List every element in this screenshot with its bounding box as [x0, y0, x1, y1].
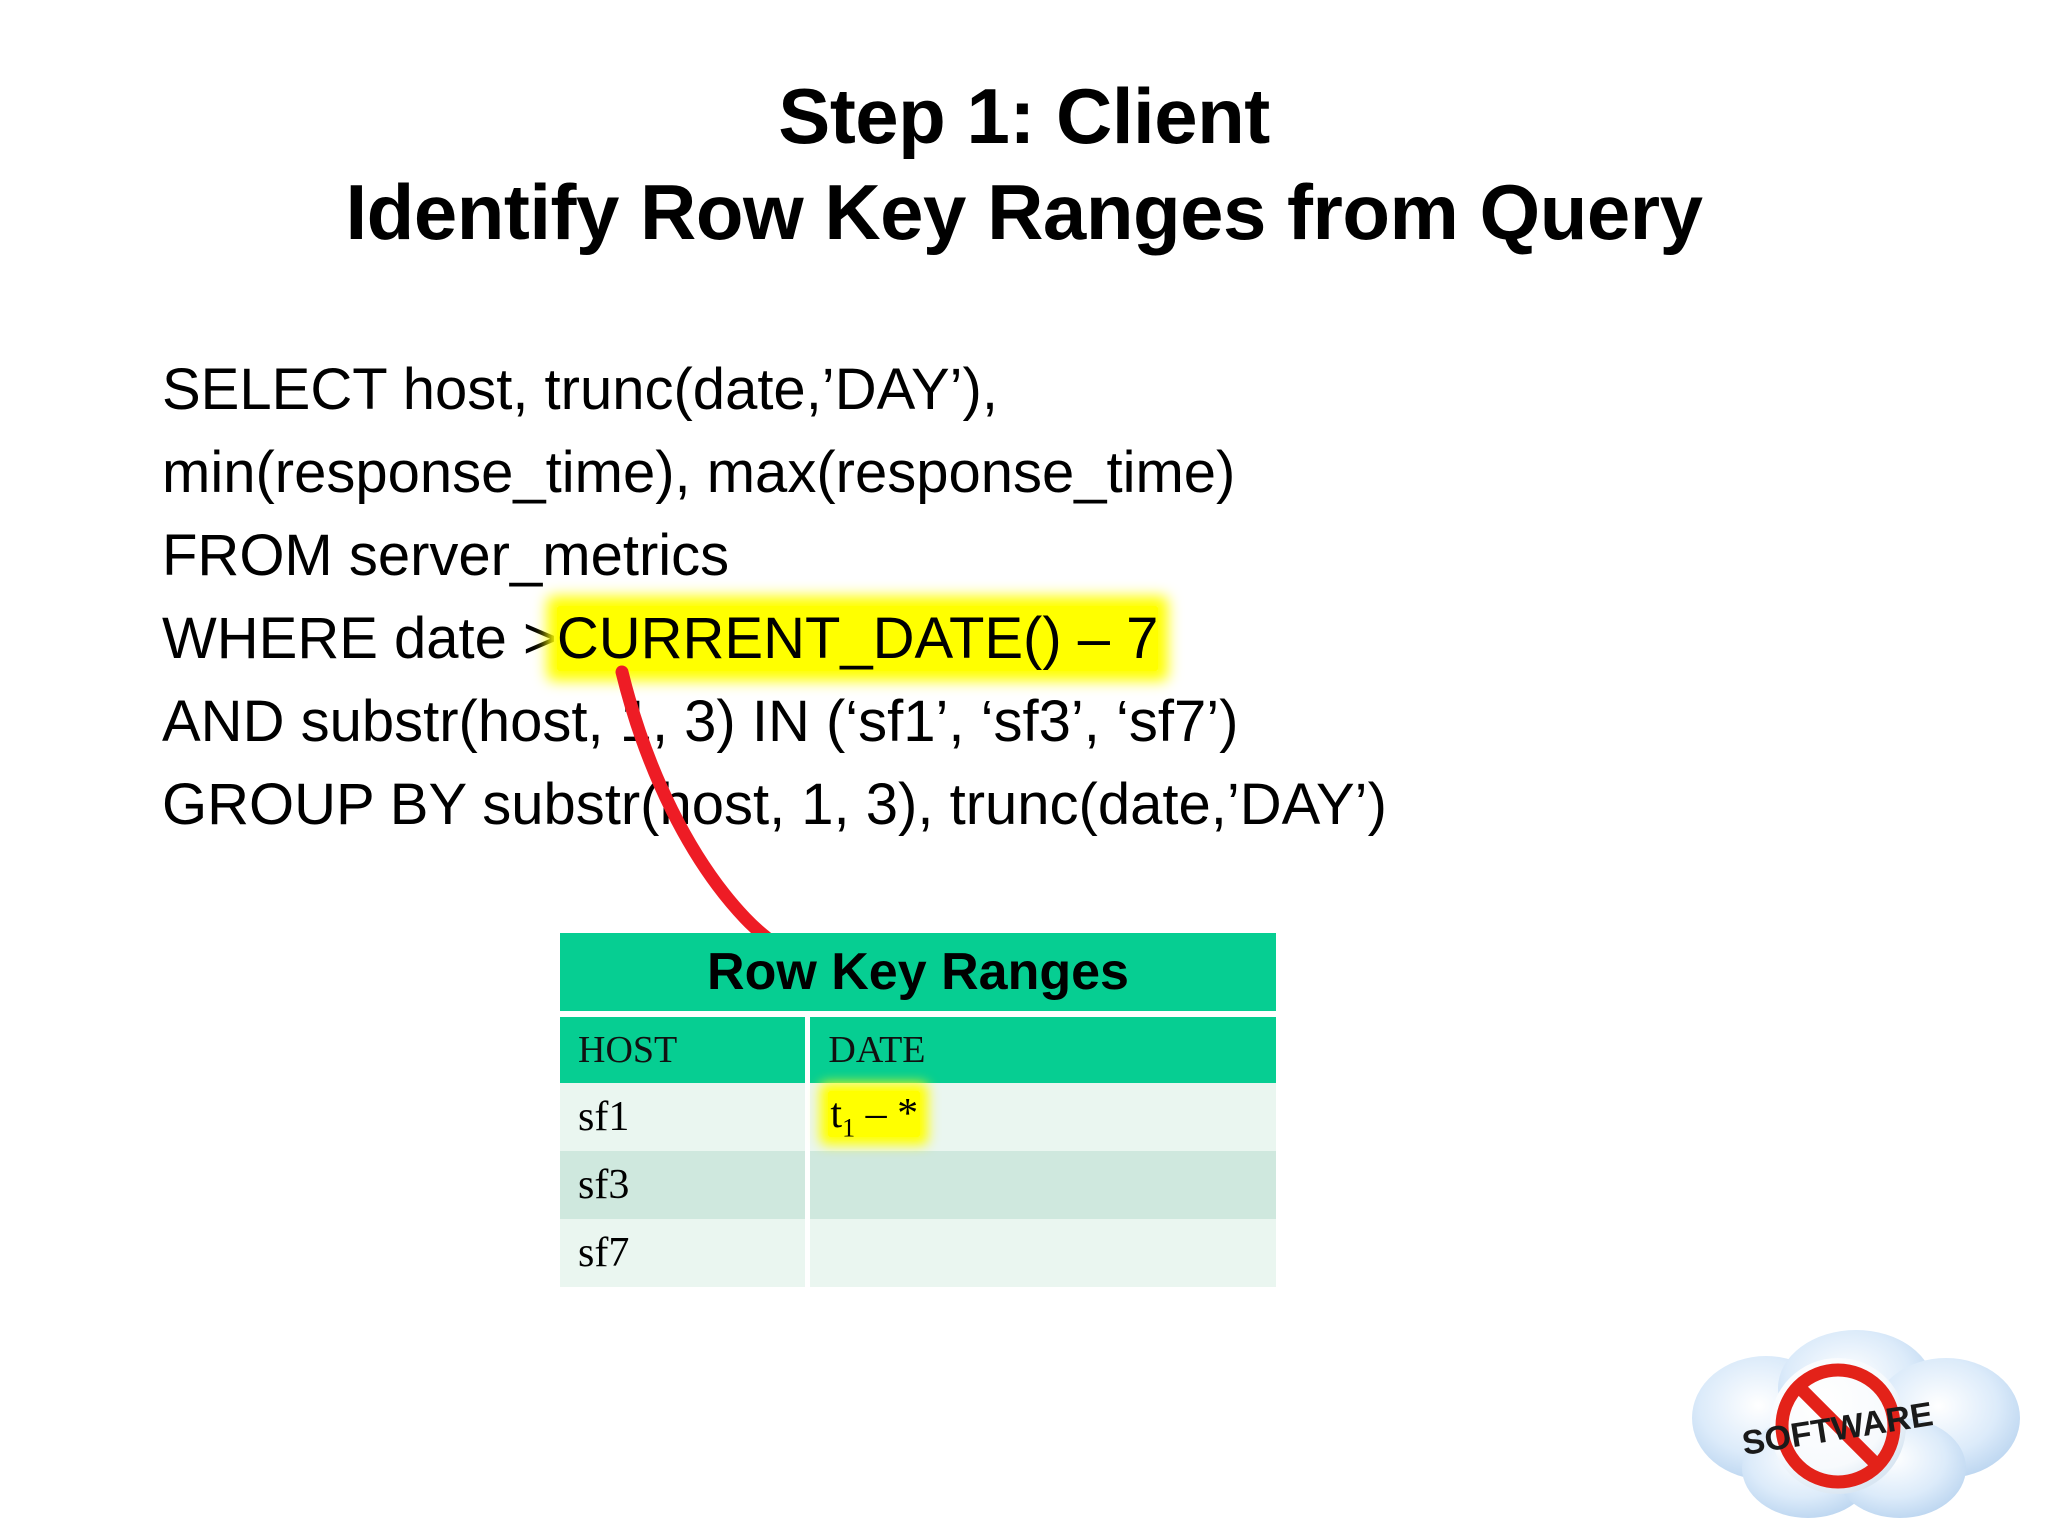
spacer-mid [804, 1011, 811, 1017]
sql-where-prefix: WHERE date > [162, 606, 557, 671]
table-title-row: Row Key Ranges [560, 933, 1276, 1011]
table-spacer-row [560, 1011, 1276, 1017]
page-title: Step 1: Client Identify Row Key Ranges f… [0, 68, 2048, 260]
column-header-host: HOST [560, 1017, 805, 1083]
spacer-right [810, 1011, 1276, 1017]
sql-query-block: SELECT host, trunc(date,’DAY’), min(resp… [162, 348, 1662, 846]
cell-host-sf7: sf7 [560, 1219, 805, 1287]
cell-host-sf3: sf3 [560, 1151, 805, 1219]
row-divider [804, 1219, 811, 1287]
sql-line-and: AND substr(host, 1, 3) IN (‘sf1’, ‘sf3’,… [162, 689, 1239, 754]
table-header-row: HOST DATE [560, 1017, 1276, 1083]
date-range-subscript: 1 [842, 1113, 856, 1143]
no-software-cloud-logo: SOFTWARE [1692, 1330, 2020, 1518]
sql-where-highlight: CURRENT_DATE() – 7 [556, 606, 1159, 671]
cell-host-sf1: sf1 [560, 1083, 805, 1151]
column-divider [804, 1017, 811, 1083]
table-title: Row Key Ranges [560, 933, 1276, 1011]
title-line-1: Step 1: Client [778, 72, 1270, 160]
spacer-left [560, 1011, 805, 1017]
title-line-2: Identify Row Key Ranges from Query [345, 168, 1703, 256]
row-divider [804, 1083, 811, 1151]
table-row: sf1 t1 – * [560, 1083, 1276, 1151]
sql-line-groupby: GROUP BY substr(host, 1, 3), trunc(date,… [162, 772, 1387, 837]
row-divider [804, 1151, 811, 1219]
cell-date-sf3 [810, 1151, 1276, 1219]
row-key-ranges-table: Row Key Ranges HOST DATE sf1 t1 – * sf3 [560, 933, 1276, 1287]
table-row: sf7 [560, 1219, 1276, 1287]
date-range-highlight: t1 – * [828, 1091, 921, 1143]
no-software-ban-symbol [1775, 1363, 1901, 1489]
sql-line-select: SELECT host, trunc(date,’DAY’), [162, 357, 998, 422]
date-range-t: t [830, 1091, 843, 1138]
cell-date-sf1: t1 – * [810, 1083, 1276, 1151]
table-row: sf3 [560, 1151, 1276, 1219]
sql-line-from: FROM server_metrics [162, 523, 730, 588]
sql-line-aggregates: min(response_time), max(response_time) [162, 440, 1236, 505]
date-range-rest: – * [855, 1091, 919, 1138]
column-header-date: DATE [810, 1017, 1276, 1083]
cell-date-sf7 [810, 1219, 1276, 1287]
sql-line-where: WHERE date >CURRENT_DATE() – 7 [162, 597, 1662, 680]
